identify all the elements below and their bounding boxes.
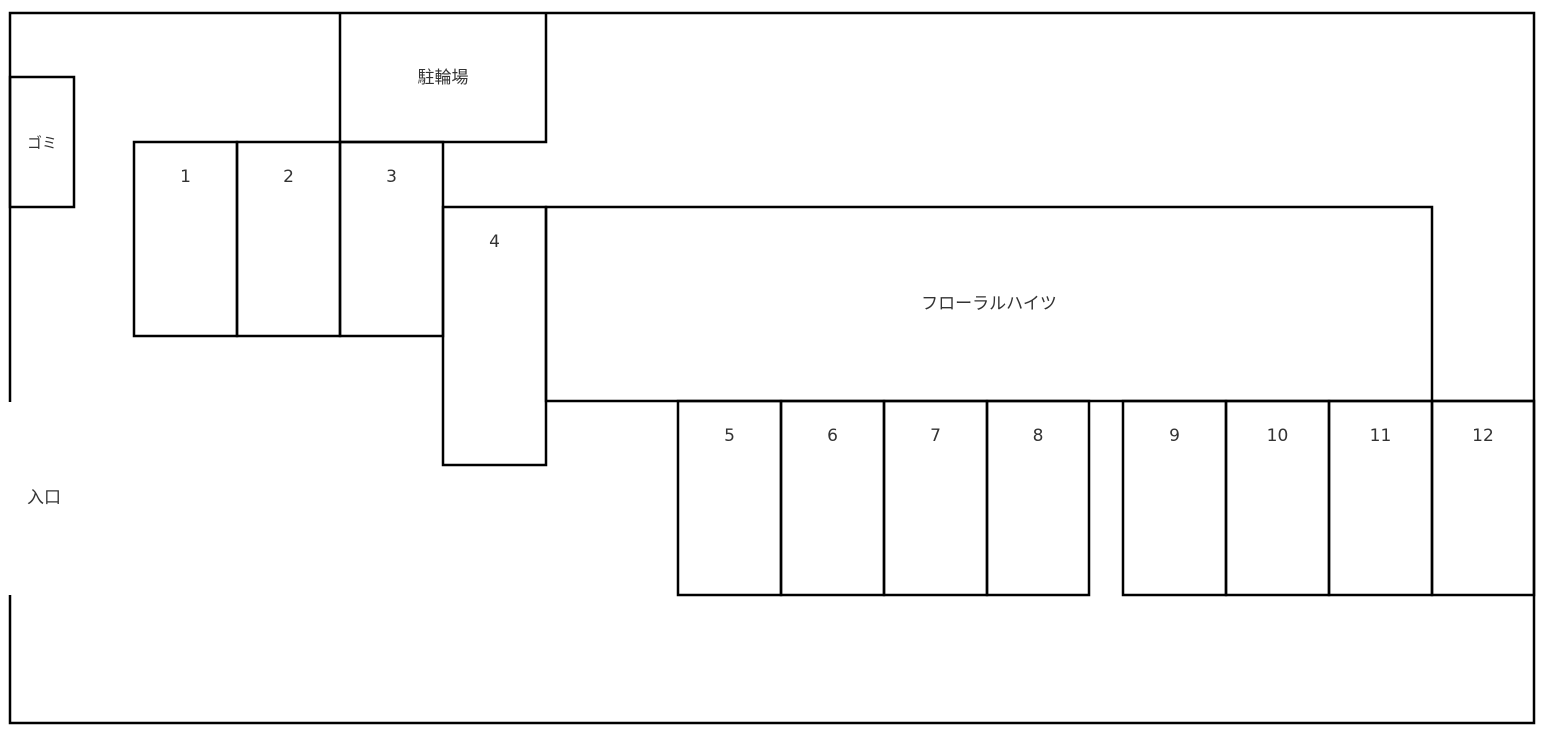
parking-spot-number: 10 [1267, 426, 1289, 446]
parking-spot-number: 8 [1033, 426, 1044, 446]
lot-boundary [8, 11, 1536, 725]
parking-spot-number: 2 [283, 167, 294, 187]
garbage-area [8, 75, 76, 209]
parking-spot-12 [1430, 399, 1536, 597]
parking-spot-4 [441, 205, 548, 467]
parking-spot-number: 9 [1169, 426, 1180, 446]
entrance-label: 入口 [27, 488, 61, 508]
parking-spot-8 [985, 399, 1091, 597]
parking-spot-number: 3 [386, 167, 397, 187]
parking-spot-number: 6 [827, 426, 838, 446]
building-label: フローラルハイツ [921, 294, 1057, 314]
garbage-label: ゴミ [27, 134, 57, 152]
parking-spot-number: 11 [1370, 426, 1392, 446]
bicycle-parking-label: 駐輪場 [418, 68, 469, 88]
parking-spot-number: 4 [489, 232, 500, 252]
parking-spot-number: 5 [724, 426, 735, 446]
parking-spot-number: 12 [1472, 426, 1494, 446]
parking-spot-number: 7 [930, 426, 941, 446]
parking-spot-number: 1 [180, 167, 191, 187]
